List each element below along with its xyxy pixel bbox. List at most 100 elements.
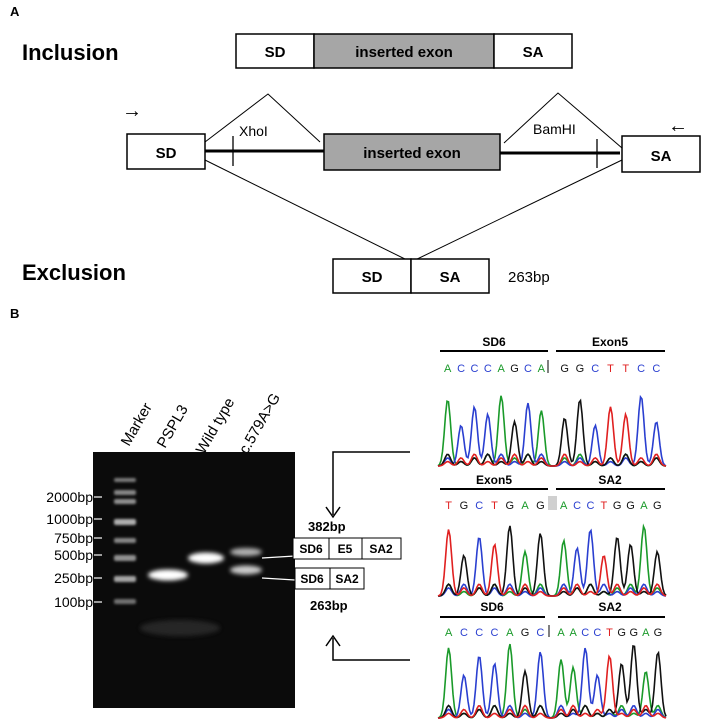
- inclusion-exon-label: inserted exon: [355, 44, 453, 61]
- ladder-250: 250bp: [54, 570, 93, 586]
- chrom-1-right-base-6: A: [640, 500, 648, 512]
- chrom-1-right-base-4: G: [613, 500, 622, 512]
- chrom-0-right-base-2: C: [591, 363, 599, 375]
- panel-b-label: B: [10, 306, 19, 321]
- chrom-2-right-base-5: G: [617, 627, 626, 639]
- inclusion-sd-label: SD: [265, 44, 286, 61]
- chrom-1-left-label: Exon5: [476, 473, 512, 487]
- chrom-1-left-base-2: C: [475, 500, 483, 512]
- connector-arrows: [325, 451, 410, 661]
- chrom-2-right-base-4: T: [606, 627, 613, 639]
- inclusion-sa-label: SA: [523, 44, 544, 61]
- gel-image: [93, 452, 295, 708]
- chrom-0-left-base-1: C: [457, 363, 465, 375]
- ladder-500: 500bp: [54, 547, 93, 563]
- chrom-1-left-base-0: T: [445, 500, 452, 512]
- chrom-2-right-label: SA2: [598, 600, 622, 614]
- chrom-1-trace-A: [437, 523, 667, 597]
- chrom-1-left-base-4: G: [506, 500, 515, 512]
- chrom-1-right-base-1: C: [573, 500, 581, 512]
- chrom-1-right-base-2: C: [586, 500, 594, 512]
- chrom-1-left-base-1: G: [460, 500, 469, 512]
- chrom-2-right-base-8: G: [654, 627, 663, 639]
- chrom-2-left-base-4: A: [506, 627, 514, 639]
- chrom-2-left-base-3: C: [491, 627, 499, 639]
- chrom-1-right-label: SA2: [598, 473, 622, 487]
- exclusion-size-label: 263bp: [508, 269, 550, 286]
- upper-part-e5: E5: [338, 542, 353, 556]
- upper-part-sd6: SD6: [299, 542, 323, 556]
- exclusion-label: Exclusion: [22, 260, 126, 285]
- lane-label-pspl3: PSPL3: [154, 402, 192, 451]
- chrom-0-right-base-1: G: [576, 363, 585, 375]
- bamhi-site-label: BamHI: [533, 121, 576, 137]
- ladder-1000: 1000bp: [46, 511, 93, 527]
- chrom-2-right-base-2: C: [581, 627, 589, 639]
- chrom-2-left-base-0: A: [445, 627, 453, 639]
- exclusion-sd-label: SD: [362, 269, 383, 286]
- chrom-0-right-base-0: G: [560, 363, 569, 375]
- chrom-0-left-base-2: C: [470, 363, 478, 375]
- reverse-primer-arrow: ←: [668, 115, 688, 137]
- chrom-1-left-base-3: T: [491, 500, 498, 512]
- chrom-2-left-base-1: C: [460, 627, 468, 639]
- chrom-0-left-base-5: G: [510, 363, 519, 375]
- chrom-0-trace-T: [437, 406, 667, 467]
- forward-primer-arrow: →: [122, 100, 142, 122]
- vector-boxes: SD inserted exon SA XhoI BamHI: [126, 121, 701, 173]
- chrom-0-right-label: Exon5: [592, 335, 628, 349]
- chrom-2-right-base-3: C: [593, 627, 601, 639]
- chrom-0-right-base-5: C: [637, 363, 645, 375]
- inclusion-label: Inclusion: [22, 40, 119, 65]
- lane-label-wild-type: Wild type: [193, 395, 239, 457]
- band-pointers: [261, 555, 296, 581]
- chrom-0-left-base-6: C: [524, 363, 532, 375]
- chrom-2-left-base-2: C: [475, 627, 483, 639]
- exclusion-product: SD SA 263bp: [332, 258, 550, 294]
- ladder-ticks: [94, 496, 102, 603]
- ladder-100: 100bp: [54, 594, 93, 610]
- chrom-0-left-base-4: A: [498, 363, 506, 375]
- chrom-1-right-base-5: G: [626, 500, 635, 512]
- lower-part-sa2: SA2: [335, 572, 359, 586]
- lower-product-box: SD6 SA2: [294, 567, 365, 590]
- vector-sa-label: SA: [651, 148, 672, 165]
- panel-a-label: A: [10, 4, 20, 19]
- ladder-2000: 2000bp: [46, 489, 93, 505]
- xhoi-site-label: XhoI: [239, 123, 268, 139]
- lower-part-sd6: SD6: [300, 572, 324, 586]
- chrom-2-left-base-6: C: [536, 627, 544, 639]
- chrom-1-right-base-3: T: [600, 500, 607, 512]
- exclusion-sa-label: SA: [440, 269, 461, 286]
- chrom-2-right-base-6: G: [629, 627, 638, 639]
- upper-part-sa2: SA2: [369, 542, 393, 556]
- chrom-0-right-base-3: T: [607, 363, 614, 375]
- upper-product-size: 382bp: [308, 519, 346, 534]
- chrom-1-right-base-0: A: [560, 500, 568, 512]
- chrom-0-left-base-0: A: [444, 363, 452, 375]
- chrom-1-left-base-6: G: [536, 500, 545, 512]
- vector-sd-label: SD: [156, 145, 177, 162]
- chrom-2-left-base-5: G: [521, 627, 530, 639]
- ladder-750: 750bp: [54, 530, 93, 546]
- chrom-1-left-base-5: A: [521, 500, 529, 512]
- chrom-0-left-base-7: A: [538, 363, 546, 375]
- chrom-2-right-base-7: A: [642, 627, 650, 639]
- lane-label-marker: Marker: [118, 400, 156, 449]
- chrom-1-trace-T: [437, 529, 667, 597]
- chrom-2-right-base-0: A: [557, 627, 565, 639]
- chrom-0-left-label: SD6: [482, 335, 506, 349]
- chrom-2-trace-T: [438, 654, 667, 719]
- splicing-vector: [204, 92, 623, 263]
- chrom-0-right-base-4: T: [622, 363, 629, 375]
- chrom-1-right-base-7: G: [653, 500, 662, 512]
- ladder-labels: 2000bp 1000bp 750bp 500bp 250bp 100bp: [46, 489, 93, 610]
- chrom-0-left-base-3: C: [484, 363, 492, 375]
- chrom-2-right-base-1: A: [569, 627, 577, 639]
- vector-exon-label: inserted exon: [363, 145, 461, 162]
- lane-label-mutant: c.579A>G: [236, 390, 284, 457]
